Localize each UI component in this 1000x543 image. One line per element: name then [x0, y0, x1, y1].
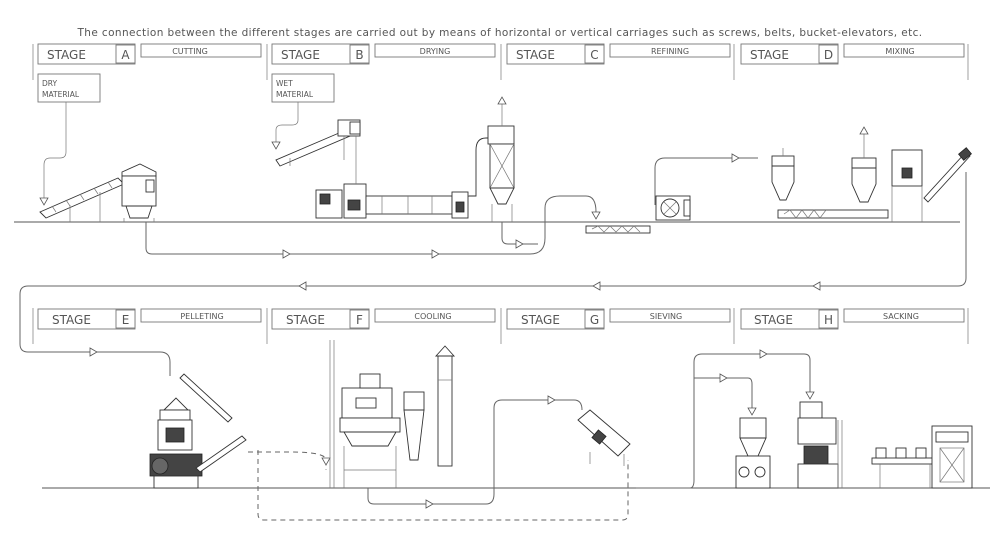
- drying-furnace: [315, 182, 367, 219]
- stage-header-a: STAGE A CUTTING: [37, 43, 262, 65]
- drying-cyclone: [468, 96, 515, 222]
- cooler: [329, 340, 401, 488]
- pallet-station: [931, 425, 973, 489]
- stage-letter: E: [122, 313, 130, 327]
- bag-conveyor: [871, 447, 939, 488]
- stage-word: STAGE: [52, 313, 91, 327]
- cutting-silo: [121, 163, 157, 222]
- stage-name: PELLETING: [180, 312, 223, 321]
- stage-letter: C: [590, 48, 598, 62]
- stage-word: STAGE: [281, 48, 320, 62]
- refining-screw: [585, 225, 651, 234]
- stage-word: STAGE: [47, 48, 86, 62]
- stage-header-f: STAGE F COOLING: [271, 308, 496, 330]
- stage-letter: B: [355, 48, 363, 62]
- mixing-screw: [777, 147, 972, 219]
- stage-header-h: STAGE H SACKING: [740, 308, 965, 330]
- stage-letter: A: [121, 48, 130, 62]
- stage-letter: D: [824, 48, 833, 62]
- wet-material-line2: MATERIAL: [276, 90, 314, 99]
- flow-line-transition: [19, 172, 967, 376]
- refining-mill: [655, 195, 691, 221]
- stage-word: STAGE: [521, 313, 560, 327]
- stage-letter: G: [590, 313, 599, 327]
- stage-name: MIXING: [885, 47, 914, 56]
- stage-header-g: STAGE G SIEVING: [506, 308, 731, 330]
- stage-letter: F: [356, 313, 363, 327]
- cooler-cyclone: [403, 345, 456, 467]
- stage-header-d: STAGE D MIXING: [740, 43, 965, 65]
- rotary-dryer: [365, 191, 469, 219]
- wet-material-line1: WET: [276, 79, 293, 88]
- row2-dividers: [32, 308, 969, 344]
- stage-word: STAGE: [516, 48, 555, 62]
- pellet-mill: [149, 373, 247, 489]
- stage-header-e: STAGE E PELLETING: [37, 308, 262, 330]
- stage-word: STAGE: [286, 313, 325, 327]
- stage-header-b: STAGE B DRYING: [271, 43, 496, 65]
- mixing-silo: [891, 149, 923, 222]
- dry-material-line2: MATERIAL: [42, 90, 80, 99]
- stage-name: REFINING: [651, 47, 689, 56]
- flow-line-row1: [145, 153, 758, 259]
- dry-material-label: DRY MATERIAL: [37, 73, 101, 206]
- stage-name: CUTTING: [172, 47, 208, 56]
- dry-material-line1: DRY: [42, 79, 58, 88]
- stage-name: SIEVING: [650, 312, 683, 321]
- stage-word: STAGE: [750, 48, 789, 62]
- sieve: [577, 409, 631, 466]
- stage-name: DRYING: [420, 47, 451, 56]
- stage-word: STAGE: [754, 313, 793, 327]
- bagging-hopper: [735, 417, 771, 489]
- flow-line-row2: [248, 349, 815, 521]
- cutting-conveyor: [39, 177, 125, 222]
- mixing-cyclone-1: [771, 148, 795, 201]
- stage-letter: H: [824, 313, 833, 327]
- stage-name: SACKING: [883, 312, 919, 321]
- row1-dividers: [32, 44, 969, 80]
- caption: The connection between the different sta…: [76, 27, 922, 39]
- stage-name: COOLING: [414, 312, 451, 321]
- stage-header-c: STAGE C REFINING: [506, 43, 731, 65]
- bagging-scale: [797, 401, 843, 489]
- wet-material-label: WET MATERIAL: [271, 73, 335, 150]
- drying-feeder: [275, 119, 361, 182]
- mixing-cyclone-2: [851, 126, 877, 203]
